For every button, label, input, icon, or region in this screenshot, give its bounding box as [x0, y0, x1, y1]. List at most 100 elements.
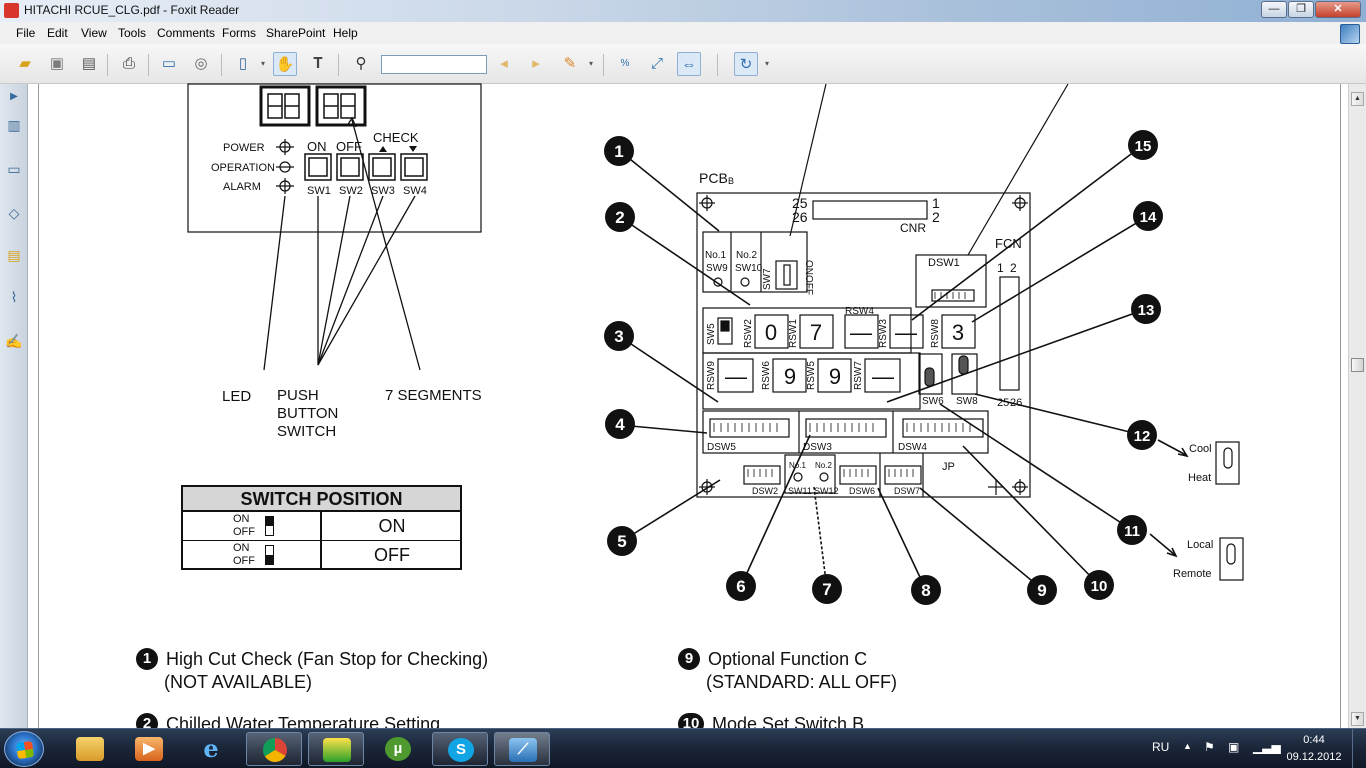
show-desktop-button[interactable]	[1352, 729, 1366, 768]
toolbar-separator	[221, 54, 222, 76]
resize-corner-icon[interactable]	[1340, 24, 1360, 44]
callout-number: 14	[1140, 209, 1157, 226]
rsw2-label: RSW2	[743, 319, 754, 348]
network-icon[interactable]: ▣	[1228, 740, 1240, 754]
switch-diagram-cell: ON OFF	[183, 541, 322, 570]
callout-circle	[604, 321, 634, 351]
push-buttons	[304, 153, 428, 181]
next-icon[interactable]: ▸	[532, 55, 540, 72]
switch-off-icon	[265, 545, 274, 565]
callout-number: 4	[615, 415, 625, 434]
toolbar-separator	[338, 54, 339, 76]
callout-number: 11	[1124, 523, 1140, 540]
sw4-label: SW4	[403, 185, 427, 197]
sw12-label: SW12	[814, 486, 839, 496]
menu-tools[interactable]: Tools	[118, 26, 147, 40]
skype-icon: S	[448, 738, 474, 762]
taskbar-media-player[interactable]: ▶	[121, 732, 177, 766]
highlight-icon[interactable]: ✎	[563, 55, 577, 72]
callout-number: 8	[921, 581, 930, 600]
attachments-icon[interactable]: ⌇	[10, 289, 18, 305]
expand-arrow-icon[interactable]: ▶	[10, 91, 18, 102]
clock-time[interactable]: 0:44	[1303, 734, 1325, 746]
menu-edit[interactable]: Edit	[47, 26, 68, 40]
menu-forms[interactable]: Forms	[222, 26, 256, 40]
show-hidden-icons-icon[interactable]: ▲	[1183, 741, 1192, 751]
title-bar: HITACHI RCUE_CLG.pdf - Foxit Reader — ❐ …	[0, 0, 1366, 22]
seven-segment-display	[315, 85, 367, 127]
fit-page-icon[interactable]: ⤢	[650, 55, 663, 72]
rsw6-digit: 9	[784, 364, 796, 389]
callout-circle	[605, 202, 635, 232]
find-input[interactable]	[381, 55, 487, 74]
cool-label: Cool	[1189, 443, 1212, 455]
taskbar-utorrent[interactable]: µ	[370, 732, 426, 766]
switch-position-title: SWITCH POSITION	[183, 487, 460, 512]
screen-icon[interactable]: ▭	[161, 55, 177, 72]
callout-number: 15	[1135, 138, 1152, 155]
taskbar-skype[interactable]: S	[432, 732, 488, 766]
rotate-icon[interactable]: ↻	[734, 52, 758, 76]
toolbar-separator	[107, 54, 108, 76]
taskbar-internet-explorer[interactable]: e	[183, 732, 239, 766]
menu-help[interactable]: Help	[333, 26, 358, 40]
menu-comments[interactable]: Comments	[157, 26, 216, 40]
save-all-icon[interactable]: ▤	[81, 55, 97, 72]
select-text-icon[interactable]: 𝐓	[313, 55, 323, 72]
scrollbar-thumb[interactable]	[1351, 358, 1364, 372]
dsw7-label: DSW7	[894, 486, 920, 496]
close-button[interactable]: ✕	[1315, 1, 1361, 18]
flag-icon[interactable]: ⚑	[1204, 740, 1215, 754]
rsw4-label: RSW4	[845, 306, 874, 317]
no2-label: No.2	[736, 250, 758, 261]
page-right-edge	[1340, 84, 1341, 728]
callout-circle	[604, 136, 634, 166]
chevron-down-icon[interactable]: ▾	[260, 59, 265, 68]
maximize-button[interactable]: ❐	[1288, 1, 1314, 18]
bookmarks-icon[interactable]: ▥	[7, 117, 21, 133]
taskbar-chrome[interactable]	[246, 732, 302, 766]
signatures-icon[interactable]: ✍	[5, 333, 23, 349]
print-icon[interactable]: ⎙	[122, 55, 135, 72]
language-indicator[interactable]: RU	[1152, 740, 1170, 754]
dsw3-label: DSW3	[803, 442, 832, 453]
menu-sharepoint[interactable]: SharePoint	[266, 26, 326, 40]
vertical-scrollbar[interactable]: ▲ ▼	[1348, 84, 1366, 728]
dip-switch-ticks	[713, 292, 971, 477]
page-icon[interactable]: ▯	[238, 55, 248, 72]
indicator-power-label: POWER	[223, 142, 265, 154]
hand-tool-icon[interactable]: ✋	[273, 52, 297, 76]
menu-view[interactable]: View	[81, 26, 107, 40]
foxit-icon: ⟋	[509, 738, 537, 762]
taskbar-app[interactable]	[308, 732, 364, 766]
clock-date[interactable]: 09.12.2012	[1286, 751, 1342, 763]
scroll-down-icon[interactable]: ▼	[1351, 712, 1364, 726]
taskbar-explorer[interactable]	[62, 732, 118, 766]
sw1-label: SW1	[307, 185, 331, 197]
minimize-button[interactable]: —	[1261, 1, 1287, 18]
fit-width-icon[interactable]: ⇔	[677, 52, 701, 76]
open-icon[interactable]: ▰	[19, 55, 31, 72]
menu-file[interactable]: File	[16, 26, 36, 40]
document-viewport[interactable]	[29, 84, 1348, 728]
volume-icon[interactable]: ▁▃▅	[1253, 740, 1281, 754]
scroll-up-icon[interactable]: ▲	[1351, 92, 1364, 106]
on-off-caption: ON OFF	[233, 542, 255, 568]
pages-icon[interactable]: ▭	[7, 161, 21, 177]
find-icon[interactable]: ⚲	[355, 55, 367, 72]
save-icon[interactable]: ▣	[49, 55, 65, 72]
chevron-down-icon[interactable]: ▾	[588, 59, 593, 68]
chevron-down-icon[interactable]: ▾	[764, 59, 769, 68]
on-off-caption: ON OFF	[233, 513, 255, 539]
comments-icon[interactable]: ▤	[7, 247, 21, 263]
snapshot-icon[interactable]: ◎	[194, 55, 208, 72]
start-button[interactable]	[4, 731, 44, 767]
chrome-icon	[263, 738, 287, 762]
actual-size-icon[interactable]: %	[620, 58, 630, 69]
layers-icon[interactable]: ◇	[8, 205, 20, 221]
callout-circle	[1084, 570, 1114, 600]
prev-icon[interactable]: ◂	[500, 55, 508, 72]
taskbar-foxit[interactable]: ⟋	[494, 732, 550, 766]
